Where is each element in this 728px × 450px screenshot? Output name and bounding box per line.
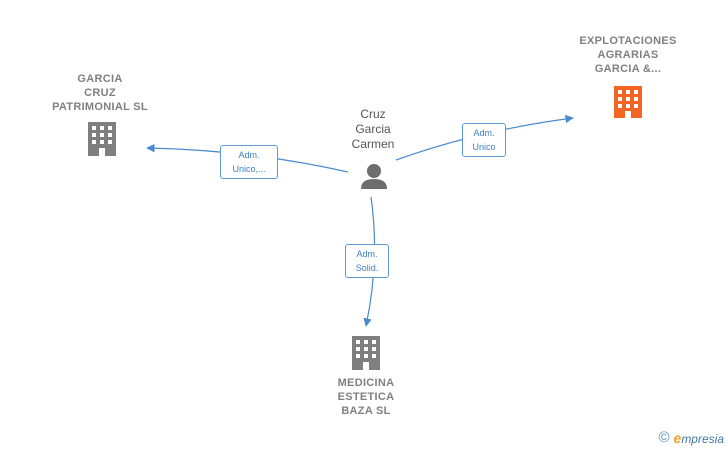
edge-label-left[interactable]: Adm. Unico,... <box>220 145 278 179</box>
person-icon[interactable] <box>361 164 387 189</box>
brand-name: mpresia <box>681 431 724 446</box>
company-right-line-1: EXPLOTACIONES <box>579 35 677 47</box>
building-icon-bottom[interactable] <box>352 336 380 370</box>
company-left-line-2: CRUZ <box>84 87 116 99</box>
person-name[interactable]: Cruz Garcia Carmen <box>333 107 413 152</box>
company-left-line-1: GARCIA <box>77 73 123 85</box>
person-name-line-3: Carmen <box>351 137 395 151</box>
edge-bottom-line-1: Adm. <box>356 249 378 259</box>
edge-right-line-1: Adm. <box>473 128 495 138</box>
company-bottom-line-3: BAZA SL <box>341 405 391 417</box>
company-left-line-3: PATRIMONIAL SL <box>52 101 148 113</box>
company-bottom-line-1: MEDICINA <box>337 377 395 389</box>
building-icon-right[interactable] <box>614 86 642 118</box>
edge-label-right[interactable]: Adm. Unico <box>462 123 506 157</box>
company-bottom-line-2: ESTETICA <box>337 391 395 403</box>
company-bottom-name[interactable]: MEDICINA ESTETICA BAZA SL <box>316 376 416 418</box>
copyright-symbol: © <box>658 429 670 446</box>
company-right-line-3: GARCIA &... <box>594 63 662 75</box>
company-right-name[interactable]: EXPLOTACIONES AGRARIAS GARCIA &... <box>563 34 693 76</box>
person-name-line-2: Garcia <box>355 122 391 136</box>
edge-bottom-line-2: Solid. <box>355 263 379 273</box>
edge-right-line-2: Unico <box>472 142 496 152</box>
footer-brand: © empresia <box>658 429 724 446</box>
brand-logo[interactable]: empresia <box>674 430 724 446</box>
edge-left-line-1: Adm. <box>238 150 260 160</box>
brand-initial: e <box>673 429 682 446</box>
building-icon-left[interactable] <box>88 122 116 156</box>
edge-label-bottom[interactable]: Adm. Solid. <box>345 244 389 278</box>
company-right-line-2: AGRARIAS <box>597 49 659 61</box>
company-left-name[interactable]: GARCIA CRUZ PATRIMONIAL SL <box>40 72 160 114</box>
person-name-line-1: Cruz <box>360 107 386 121</box>
edge-left-line-2: Unico,... <box>232 164 266 174</box>
